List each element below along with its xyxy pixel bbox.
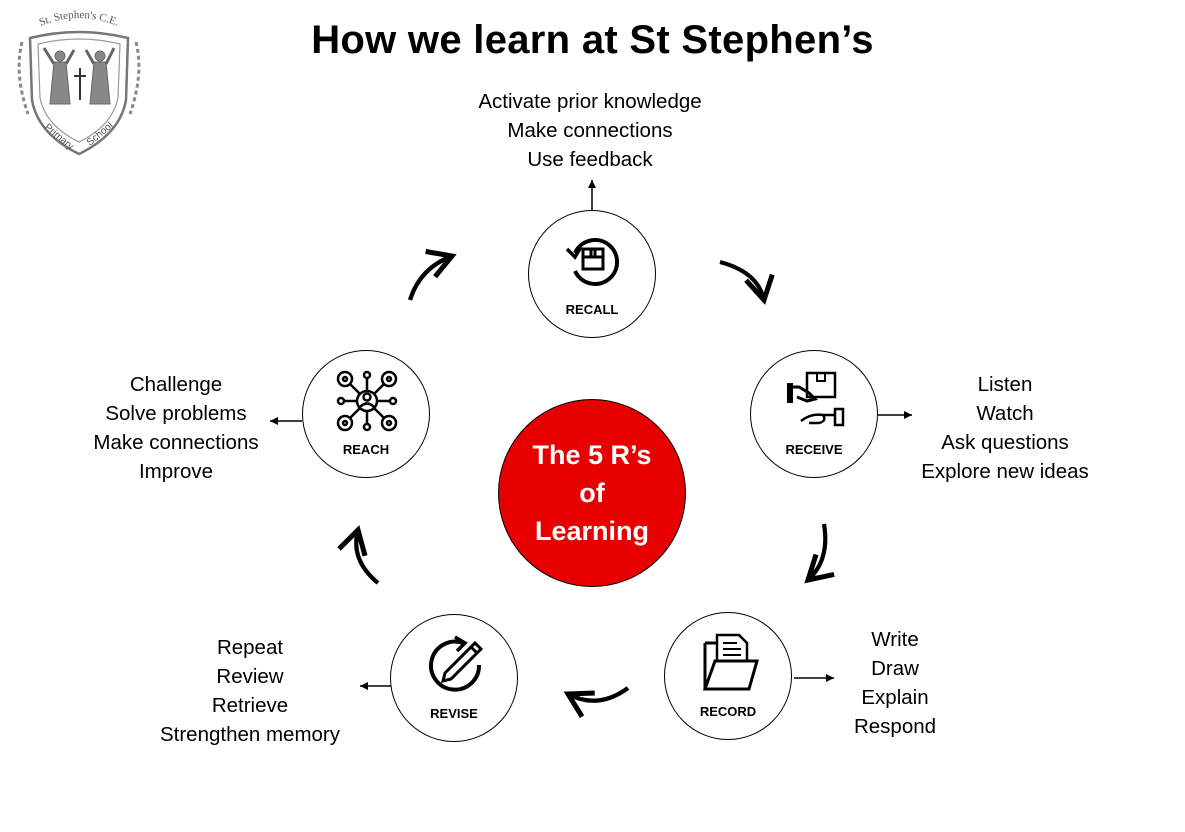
reach-text: Challenge Solve problems Make connection… bbox=[76, 370, 276, 486]
reach-item: Challenge bbox=[129, 373, 223, 396]
receive-item: Watch bbox=[976, 402, 1034, 425]
recall-item: Activate prior knowledge bbox=[478, 90, 702, 113]
recall-item: Make connections bbox=[507, 119, 673, 142]
page-title: How we learn at St Stephen’s bbox=[311, 18, 874, 62]
revise-text: Repeat Review Retrieve Strengthen memory bbox=[140, 633, 360, 749]
arrow-reach-to-recall bbox=[407, 249, 457, 301]
box-refresh-icon bbox=[565, 238, 619, 286]
reach-label: REACH bbox=[342, 442, 390, 457]
revise-item: Review bbox=[216, 665, 284, 688]
record-item: Explain bbox=[861, 686, 929, 709]
pencil-refresh-icon bbox=[429, 635, 484, 692]
recall-label: RECALL bbox=[565, 302, 619, 317]
reach-item: Make connections bbox=[93, 431, 259, 454]
record-item: Draw bbox=[871, 657, 919, 680]
record-item: Respond bbox=[853, 715, 937, 738]
receive-item: Explore new ideas bbox=[921, 460, 1089, 483]
reach-item: Solve problems bbox=[105, 402, 247, 425]
center-circle: The 5 R’s of Learning bbox=[498, 399, 686, 587]
node-reach: REACH bbox=[302, 350, 430, 478]
receive-label: RECEIVE bbox=[785, 442, 843, 457]
node-revise: REVISE bbox=[390, 614, 518, 742]
parcel-handover-icon bbox=[787, 371, 845, 427]
revise-item: Repeat bbox=[216, 636, 284, 659]
receive-item: Ask questions bbox=[941, 431, 1069, 454]
node-receive: RECEIVE bbox=[750, 350, 878, 478]
node-recall: RECALL bbox=[528, 210, 656, 338]
revise-item: Retrieve bbox=[211, 694, 289, 717]
revise-label: REVISE bbox=[430, 706, 478, 721]
reach-item: Improve bbox=[138, 460, 214, 483]
arrow-record-to-revise bbox=[563, 686, 630, 719]
record-item: Write bbox=[871, 628, 919, 651]
center-line-2: of bbox=[579, 478, 605, 508]
recall-text: Activate prior knowledge Make connection… bbox=[440, 87, 740, 174]
school-logo: St. Stephen's C.E. Primary School bbox=[17, 9, 141, 156]
recall-item: Use feedback bbox=[527, 148, 653, 171]
arrow-recall-to-receive bbox=[719, 259, 775, 305]
arrow-receive-to-record bbox=[804, 523, 835, 584]
receive-text: Listen Watch Ask questions Explore new i… bbox=[905, 370, 1105, 486]
center-line-1: The 5 R’s bbox=[532, 440, 652, 470]
revise-item: Strengthen memory bbox=[159, 723, 341, 746]
arrow-revise-to-reach bbox=[337, 525, 380, 585]
receive-item: Listen bbox=[977, 373, 1033, 396]
center-line-3: Learning bbox=[534, 516, 649, 546]
folder-document-icon bbox=[702, 633, 759, 691]
record-text: Write Draw Explain Respond bbox=[835, 625, 955, 741]
record-label: RECORD bbox=[699, 704, 757, 719]
network-people-icon bbox=[336, 370, 398, 432]
node-record: RECORD bbox=[664, 612, 792, 740]
